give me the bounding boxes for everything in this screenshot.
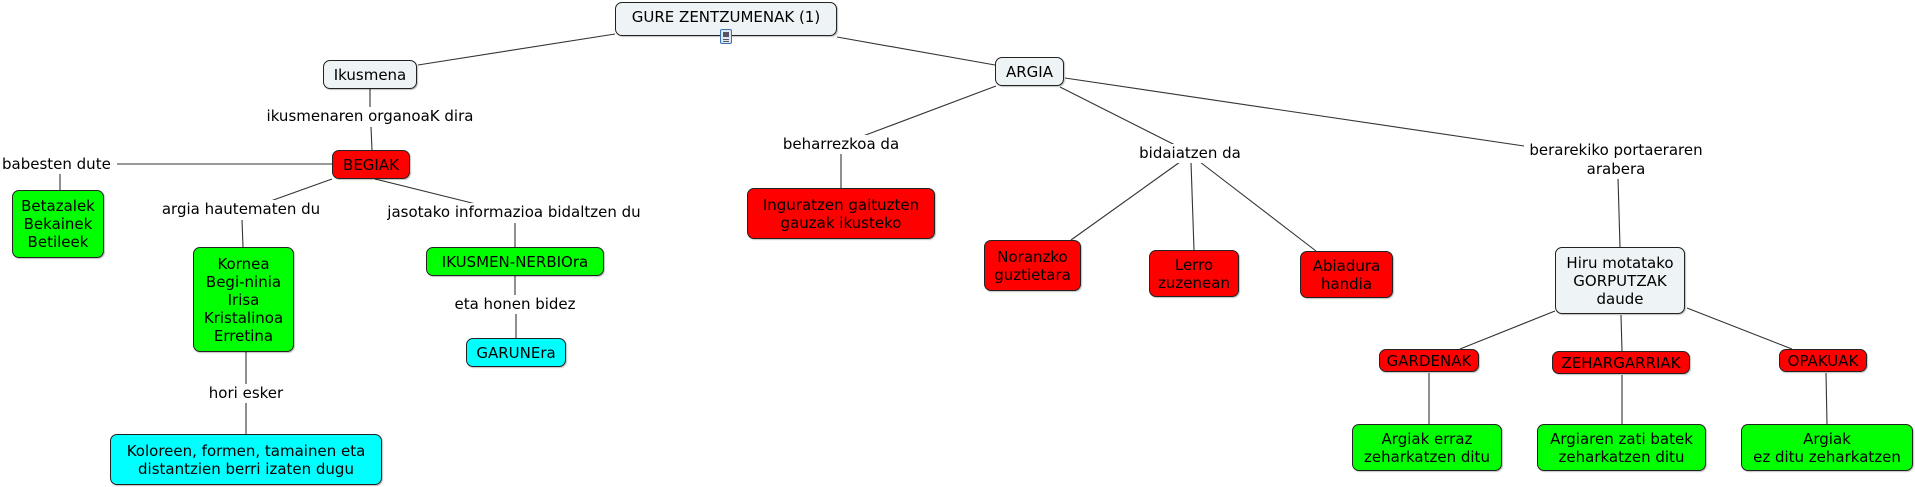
node-argia[interactable]: ARGIA bbox=[995, 57, 1064, 86]
node-argiaren-zati[interactable]: Argiaren zati batek zeharkatzen ditu bbox=[1537, 424, 1706, 471]
link-line bbox=[862, 85, 997, 137]
link-line bbox=[370, 126, 373, 151]
link-line bbox=[1059, 86, 1176, 146]
link-label-jasotako: jasotako informazioa bidaltzen du bbox=[385, 203, 643, 222]
node-betazalek[interactable]: Betazalek Bekainek Betileek bbox=[12, 190, 104, 258]
node-begiak[interactable]: BEGIAK bbox=[332, 150, 410, 179]
link-line bbox=[264, 178, 333, 204]
node-ikusmena[interactable]: Ikusmena bbox=[323, 60, 417, 89]
link-line bbox=[836, 36, 996, 66]
link-line bbox=[1620, 314, 1623, 352]
link-line bbox=[241, 219, 244, 248]
node-lerro[interactable]: Lerro zuzenean bbox=[1149, 250, 1239, 297]
link-label-honen-bidez: eta honen bidez bbox=[452, 295, 578, 314]
link-label-hautematen: argia hautematen du bbox=[159, 200, 323, 219]
link-line bbox=[1459, 310, 1556, 350]
node-abiadura[interactable]: Abiadura handia bbox=[1300, 251, 1393, 298]
link-line bbox=[1064, 77, 1525, 147]
node-opakuak[interactable]: OPAKUAK bbox=[1779, 349, 1867, 372]
link-line bbox=[1617, 177, 1621, 248]
node-argiak-erraz[interactable]: Argiak erraz zeharkatzen ditu bbox=[1352, 424, 1502, 471]
link-line bbox=[1825, 372, 1828, 425]
document-icon[interactable] bbox=[720, 29, 732, 44]
link-line bbox=[1199, 161, 1317, 252]
link-label-babesten: babesten dute bbox=[0, 155, 113, 174]
node-noranzko[interactable]: Noranzko guztietara bbox=[984, 240, 1081, 291]
link-label-organoak: ikusmenaren organoaK dira bbox=[264, 107, 476, 126]
link-label-hori-esker: hori esker bbox=[206, 384, 286, 403]
node-zehargarriak[interactable]: ZEHARGARRIAK bbox=[1552, 351, 1690, 374]
node-hiru-gorputzak[interactable]: Hiru motatako GORPUTZAK daude bbox=[1555, 247, 1685, 314]
link-label-portaera: berarekiko portaeraren arabera bbox=[1527, 141, 1705, 179]
link-line bbox=[1190, 161, 1195, 251]
link-label-bidaiatzen: bidaiatzen da bbox=[1137, 144, 1243, 163]
link-line bbox=[374, 178, 481, 206]
link-line bbox=[1070, 161, 1181, 241]
link-line bbox=[1686, 307, 1793, 350]
node-argiak-ez[interactable]: Argiak ez ditu zeharkatzen bbox=[1741, 424, 1913, 471]
node-ikusmen-nerbiora[interactable]: IKUSMEN-NERBIOra bbox=[426, 247, 604, 276]
link-label-beharrezkoa: beharrezkoa da bbox=[780, 135, 902, 154]
node-koloreen[interactable]: Koloreen, formen, tamainen eta distantzi… bbox=[110, 434, 382, 485]
node-inguratzen[interactable]: Inguratzen gaituzten gauzak ikusteko bbox=[747, 188, 935, 239]
node-kornea[interactable]: Kornea Begi-ninia Irisa Kristalinoa Erre… bbox=[193, 247, 294, 352]
link-line bbox=[417, 33, 616, 66]
node-gardenak[interactable]: GARDENAK bbox=[1379, 349, 1479, 372]
node-garunera[interactable]: GARUNEra bbox=[466, 338, 566, 367]
